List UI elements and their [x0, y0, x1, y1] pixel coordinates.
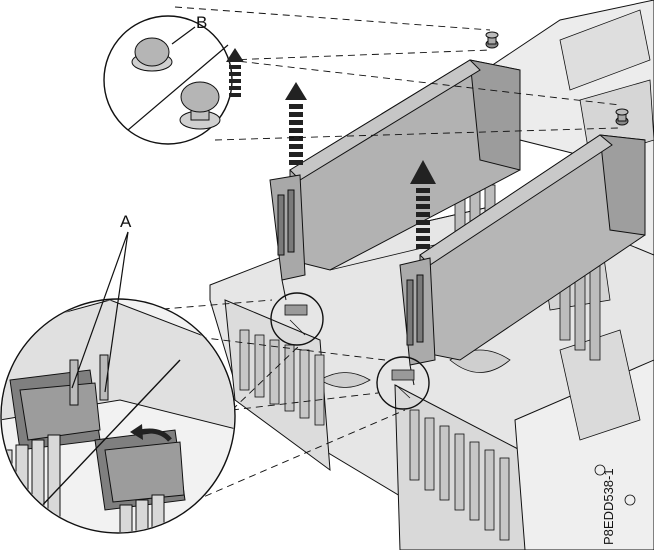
up-arrow-icon	[410, 160, 436, 249]
latch-highlight-circles	[270, 292, 430, 410]
latch-small-details	[284, 304, 415, 399]
figure-id-label: P8EDD538-1	[601, 468, 616, 545]
callout-label-a: A	[120, 212, 132, 231]
pcie-slot-brackets	[239, 329, 510, 541]
latch-detail-circle	[0, 231, 236, 534]
gpu-card-rear	[269, 59, 521, 301]
plunger-icon	[485, 31, 629, 126]
plunger-leader-lines	[174, 6, 621, 141]
curved-arrow-icon	[139, 428, 172, 442]
up-arrow-icon	[285, 82, 307, 165]
callout-label-b: B	[196, 13, 208, 32]
plunger-detail-circle	[103, 15, 244, 145]
gpu-card-front	[399, 134, 646, 386]
